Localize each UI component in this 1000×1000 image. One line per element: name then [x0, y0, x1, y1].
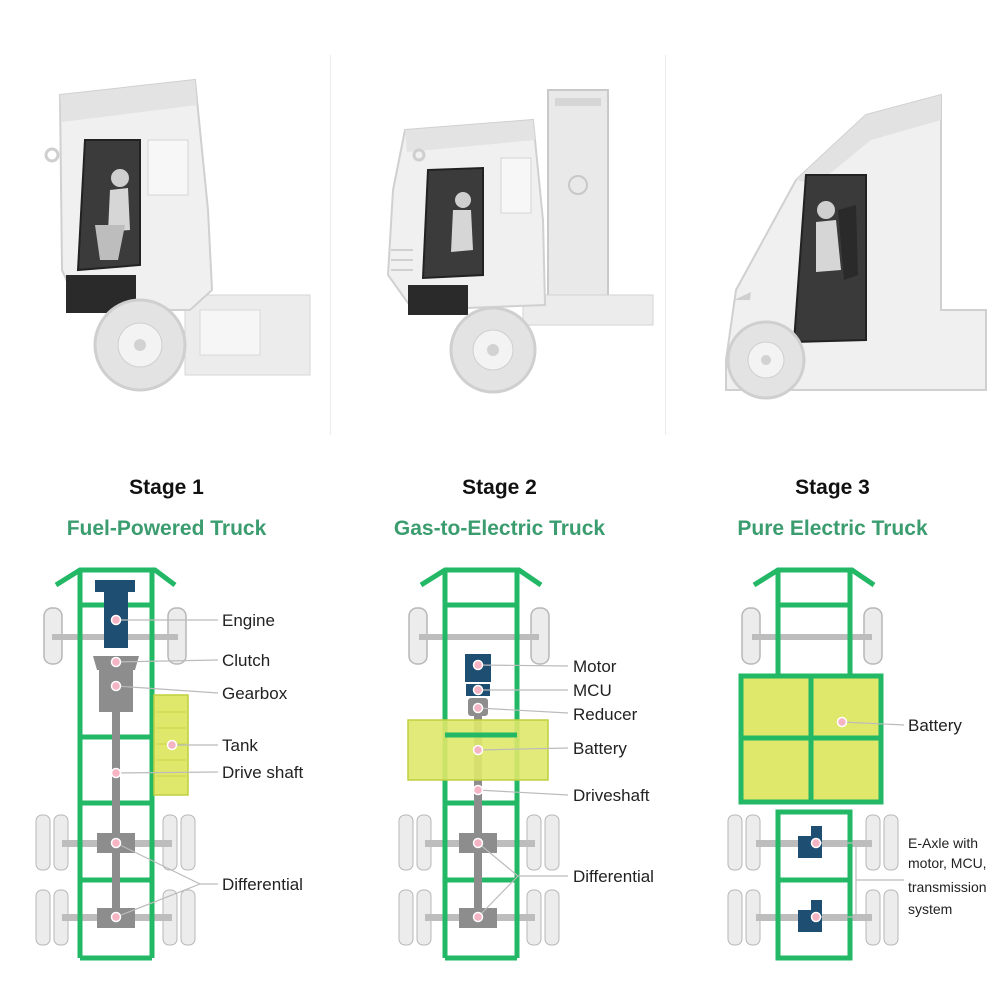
- divider: [330, 55, 331, 435]
- chassis-frame: [54, 567, 177, 961]
- pure-electric-truck-illustration: [725, 93, 987, 400]
- front-axle: [419, 634, 539, 640]
- mcu-marker: [472, 684, 484, 696]
- gas-to-electric-chassis-diagram: Motor MCU Reducer Battery Driveshaft Dif…: [398, 567, 654, 961]
- stage-1-panel: Stage 1 Fuel-Powered Truck: [0, 0, 333, 1000]
- clutch-marker: [110, 656, 122, 668]
- label-tank: Tank: [222, 736, 258, 755]
- stage-2-label: Stage 2: [462, 476, 537, 499]
- rear-axle-2: [35, 889, 196, 946]
- e-axle-marker: [810, 837, 822, 849]
- label-e-axle-line-2: motor, MCU,: [908, 855, 987, 871]
- label-e-axle-line-1: E-Axle with: [908, 835, 978, 851]
- front-axle: [752, 634, 872, 640]
- gearbox-marker: [110, 680, 122, 692]
- stage-3-label: Stage 3: [795, 476, 870, 499]
- label-battery: Battery: [573, 739, 627, 758]
- engine-top: [95, 580, 135, 592]
- divider: [665, 55, 666, 435]
- differential-marker: [472, 911, 484, 923]
- battery-marker: [836, 716, 848, 728]
- tank-marker: [166, 739, 178, 751]
- pure-electric-chassis-diagram: Battery E-Axle with motor, MCU, transmis…: [727, 567, 987, 961]
- reducer-marker: [472, 702, 484, 714]
- drive-shaft: [112, 712, 120, 922]
- driveshaft-marker: [472, 784, 484, 796]
- label-gearbox: Gearbox: [222, 684, 288, 703]
- label-e-axle-line-3: transmission: [908, 879, 987, 895]
- battery-marker: [472, 744, 484, 756]
- label-clutch: Clutch: [222, 651, 270, 670]
- label-reducer: Reducer: [573, 705, 638, 724]
- differential-marker: [110, 837, 122, 849]
- label-mcu: MCU: [573, 681, 612, 700]
- stage-1-truck-type: Fuel-Powered Truck: [66, 517, 267, 540]
- gas-to-electric-truck-illustration: [386, 89, 654, 394]
- differential-marker: [472, 837, 484, 849]
- label-differential: Differential: [573, 867, 654, 886]
- label-e-axle-line-4: system: [908, 901, 952, 917]
- drive-shaft-marker: [110, 767, 122, 779]
- stage-3-truck-type: Pure Electric Truck: [737, 517, 928, 540]
- stage-2-panel: Stage 2 Gas-to-Electric Truck: [333, 0, 666, 1000]
- differential-marker: [110, 911, 122, 923]
- stage-1-label: Stage 1: [129, 476, 204, 499]
- e-axle-marker: [810, 911, 822, 923]
- fuel-truck-illustration: [44, 78, 311, 392]
- leader-lines: [115, 619, 219, 918]
- label-battery: Battery: [908, 716, 962, 735]
- chassis-frame: [741, 567, 881, 961]
- motor-marker: [472, 659, 484, 671]
- driveshaft: [474, 716, 482, 922]
- label-engine: Engine: [222, 611, 275, 630]
- label-drive-shaft: Drive shaft: [222, 763, 304, 782]
- label-differential: Differential: [222, 875, 303, 894]
- fuel-truck-chassis-diagram: Engine Clutch Gearbox Tank Drive shaft D…: [35, 567, 304, 961]
- rear-axle-1: [35, 814, 196, 871]
- label-motor: Motor: [573, 657, 617, 676]
- label-driveshaft: Driveshaft: [573, 786, 650, 805]
- leader-lines: [816, 721, 905, 918]
- stage-2-truck-type: Gas-to-Electric Truck: [393, 517, 606, 540]
- leader-lines: [477, 664, 569, 918]
- engine-marker: [110, 614, 122, 626]
- stage-3-panel: Stage 3 Pure Electric Truck: [666, 0, 999, 1000]
